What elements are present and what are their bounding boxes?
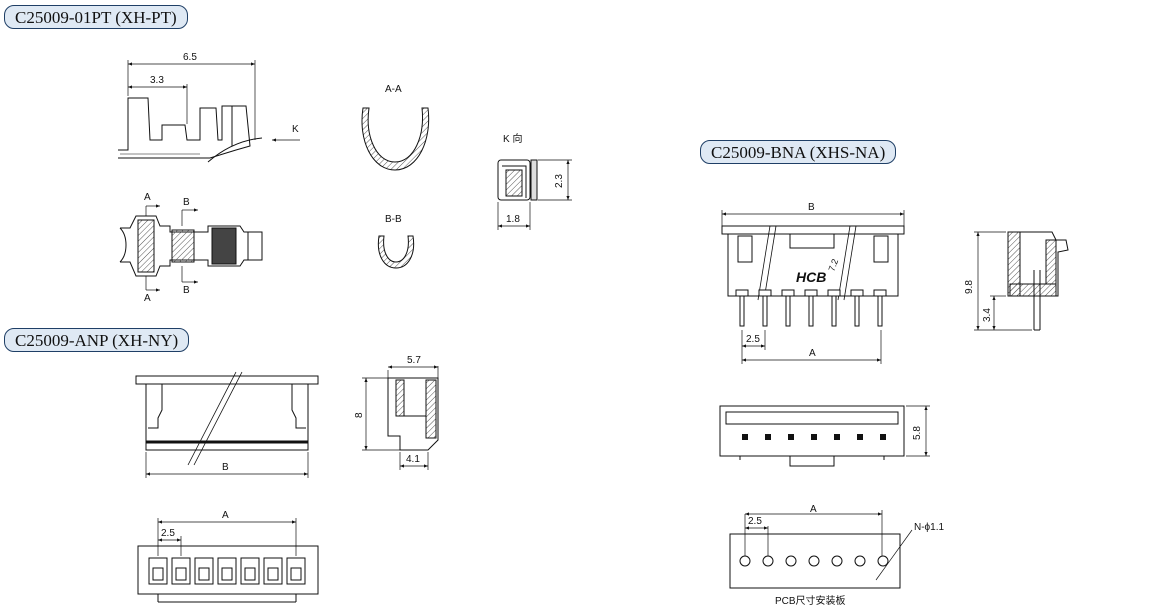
pcb-dim-a: A — [810, 504, 817, 515]
title-bna: C25009-BNA (XHS-NA) — [700, 140, 897, 164]
bna-top-pin — [788, 434, 794, 440]
pt-dim-6-5: 6.5 — [183, 52, 197, 63]
pcb-hole — [785, 555, 797, 567]
pt-section-marks — [145, 204, 198, 292]
bna-dim-a: A — [809, 348, 816, 359]
anp-dim-a: A — [222, 510, 229, 521]
anp-slot — [286, 557, 306, 585]
bna-top-pin — [811, 434, 817, 440]
pt-section-aa — [361, 107, 430, 171]
pt-section-a-bottom: A — [144, 293, 151, 304]
anp-dim-5-7: 5.7 — [407, 355, 421, 366]
anp-slot — [240, 557, 260, 585]
anp-slot — [194, 557, 214, 585]
anp-slot — [263, 557, 283, 585]
pt-dim-3-3: 3.3 — [150, 75, 164, 86]
bna-dim-7-2: 7.2 — [826, 258, 840, 273]
anp-slot-window — [244, 567, 256, 581]
anp-dim-pitch: 2.5 — [161, 528, 175, 539]
pt-section-b-top: B — [183, 197, 190, 208]
anp-dim-8: 8 — [354, 412, 365, 418]
bna-top-pin — [765, 434, 771, 440]
title-anp: C25009-ANP (XH-NY) — [4, 328, 190, 352]
anp-slot-window — [267, 567, 279, 581]
bna-pins — [735, 289, 887, 327]
anp-bottom-view — [137, 545, 319, 603]
bna-top-view — [719, 405, 905, 467]
pt-section-bb-label: B-B — [385, 214, 402, 225]
bna-pin-shoulder — [873, 289, 887, 297]
pcb-hole — [808, 555, 820, 567]
pcb-hole — [831, 555, 843, 567]
bna-pin-shoulder — [850, 289, 864, 297]
anp-side-view — [387, 377, 439, 451]
pcb-hole — [739, 555, 751, 567]
pt-top-view — [119, 215, 263, 277]
pcb-caption: PCB尺寸安装板 — [775, 594, 846, 607]
anp-slot-window — [198, 567, 210, 581]
pcb-hole — [877, 555, 889, 567]
pt-dim-total — [127, 60, 300, 142]
bna-pin — [762, 295, 768, 327]
pcb-hole-size: N-ϕ1.1 — [914, 522, 944, 533]
anp-slot-window — [152, 567, 164, 581]
pt-k-view-label: K 向 — [503, 132, 522, 145]
title-pt: C25009-01PT (XH-PT) — [4, 5, 188, 29]
bna-top-pin — [742, 434, 748, 440]
pcb-hole — [854, 555, 866, 567]
bna-dim-pitch: 2.5 — [746, 334, 760, 345]
anp-dim-4-1: 4.1 — [406, 454, 420, 465]
bna-brand-mark: HCB — [796, 269, 826, 285]
pt-section-bb — [377, 235, 415, 269]
pt-section-b-bottom: B — [183, 285, 190, 296]
anp-front-view — [135, 371, 319, 466]
bna-dim-b: B — [808, 202, 815, 213]
anp-slot — [217, 557, 237, 585]
anp-slot — [148, 557, 168, 585]
bna-top-pin — [857, 434, 863, 440]
bna-pin — [877, 295, 883, 327]
bna-side-view — [1007, 231, 1069, 331]
bna-dim-3-4: 3.4 — [982, 308, 993, 322]
pt-section-a-top: A — [144, 192, 151, 203]
bna-pin — [831, 295, 837, 327]
bna-top-pins — [742, 434, 886, 440]
anp-slot-window — [290, 567, 302, 581]
bna-pin-shoulder — [827, 289, 841, 297]
bna-pin — [854, 295, 860, 327]
bna-pin-shoulder — [735, 289, 749, 297]
bna-pin-shoulder — [781, 289, 795, 297]
anp-slot-window — [175, 567, 187, 581]
bna-pin-shoulder — [758, 289, 772, 297]
pcb-hole — [762, 555, 774, 567]
bna-front-view — [721, 225, 905, 301]
pt-k-height: 2.3 — [554, 174, 565, 188]
anp-slot — [171, 557, 191, 585]
bna-pin-shoulder — [804, 289, 818, 297]
pt-section-aa-label: A-A — [385, 84, 402, 95]
anp-slot-window — [221, 567, 233, 581]
bna-top-pin — [834, 434, 840, 440]
pt-arrow-k-label: K — [292, 124, 299, 135]
pt-side-view — [118, 97, 263, 163]
bna-dim-9-8: 9.8 — [964, 280, 975, 294]
bna-pin — [785, 295, 791, 327]
anp-slots — [148, 557, 306, 585]
bna-top-pin — [880, 434, 886, 440]
bna-dim-5-8: 5.8 — [912, 426, 923, 440]
pcb-holes — [739, 555, 889, 567]
bna-pin — [739, 295, 745, 327]
pt-k-view — [497, 159, 538, 201]
bna-pin — [808, 295, 814, 327]
pt-k-width: 1.8 — [506, 214, 520, 225]
pcb-outline — [729, 533, 901, 589]
anp-dim-b: B — [222, 462, 229, 473]
pcb-dim-pitch: 2.5 — [748, 516, 762, 527]
